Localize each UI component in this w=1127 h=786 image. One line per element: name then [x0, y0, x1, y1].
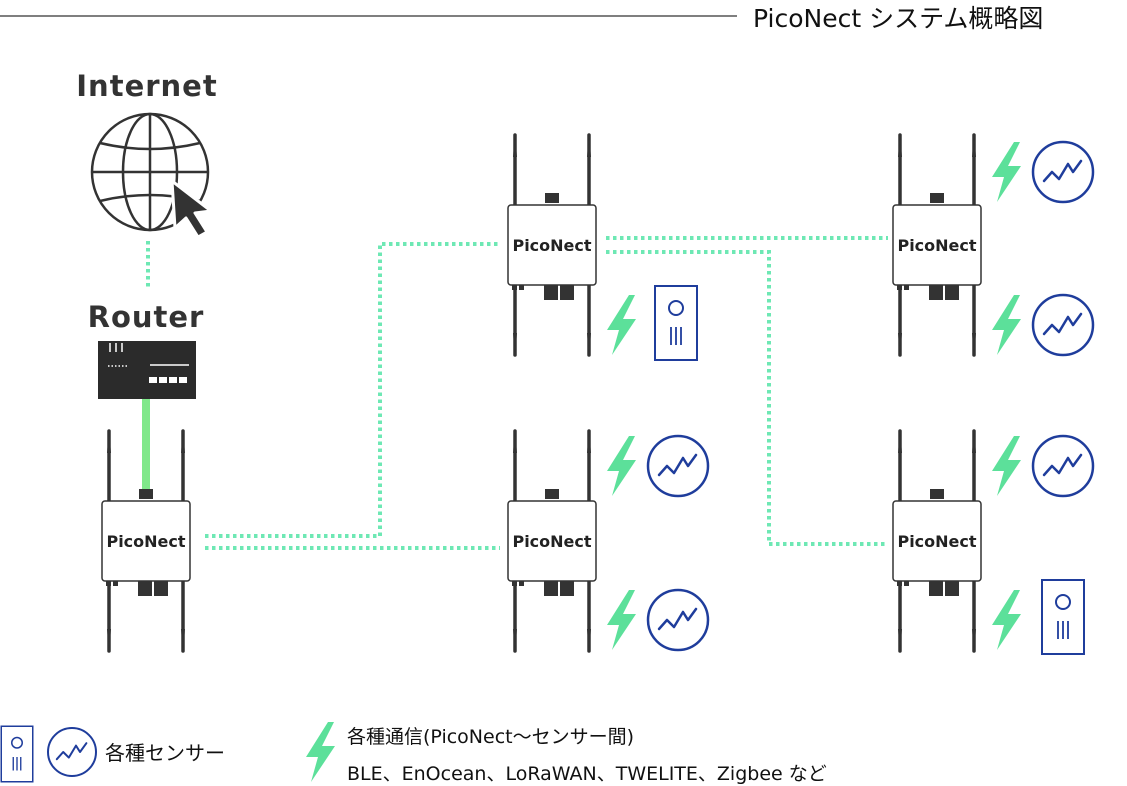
- cursor-icon: [170, 179, 213, 239]
- legend-comm-protocols: BLE、EnOcean、LoRaWAN、TWELITE、Zigbee など: [347, 763, 827, 785]
- waveform-sensor-icon: [646, 588, 710, 652]
- piconect-node-5: PicoNect: [891, 427, 983, 655]
- page-title: PicoNect システム概略図: [753, 4, 1043, 33]
- legend-comm-title: 各種通信(PicoNect～センサー間): [347, 726, 634, 748]
- router-label: Router: [88, 300, 205, 334]
- node-label: PicoNect: [897, 532, 976, 551]
- legend: 各種センサー 各種通信(PicoNect～センサー間) BLE、EnOcean、…: [0, 722, 827, 785]
- lightning-icon: [607, 590, 636, 650]
- waveform-sensor-icon: [1031, 293, 1095, 357]
- node-label: PicoNect: [512, 236, 591, 255]
- piconect-node-3: PicoNect: [506, 427, 598, 655]
- box-sensor-icon: [654, 285, 698, 361]
- box-sensor-icon: [0, 725, 34, 783]
- lightning-icon: [992, 436, 1021, 496]
- piconect-node-1: PicoNect: [100, 427, 192, 655]
- node-label: PicoNect: [897, 236, 976, 255]
- waveform-sensor-icon: [1031, 140, 1095, 204]
- waveform-sensor-icon: [46, 726, 98, 778]
- lightning-icon: [607, 295, 636, 355]
- lightning-icon: [607, 436, 636, 496]
- piconect-node-4: PicoNect: [891, 131, 983, 359]
- lightning-icon: [992, 590, 1021, 650]
- node-label: PicoNect: [106, 532, 185, 551]
- legend-sensors-label: 各種センサー: [105, 741, 225, 765]
- link-node1-node2: [205, 242, 500, 538]
- internet-label: Internet: [76, 69, 217, 103]
- lightning-icon: [992, 142, 1021, 202]
- lightning-icon: [306, 722, 335, 782]
- mesh-links: [205, 236, 888, 550]
- box-sensor-icon: [1041, 579, 1085, 655]
- waveform-sensor-icon: [1031, 434, 1095, 498]
- lightning-icon: [992, 295, 1021, 355]
- waveform-sensor-icon: [646, 434, 710, 498]
- link-node2-node5: [606, 250, 888, 546]
- piconect-node-2: PicoNect: [506, 131, 598, 359]
- router-icon: [98, 341, 196, 399]
- node-label: PicoNect: [512, 532, 591, 551]
